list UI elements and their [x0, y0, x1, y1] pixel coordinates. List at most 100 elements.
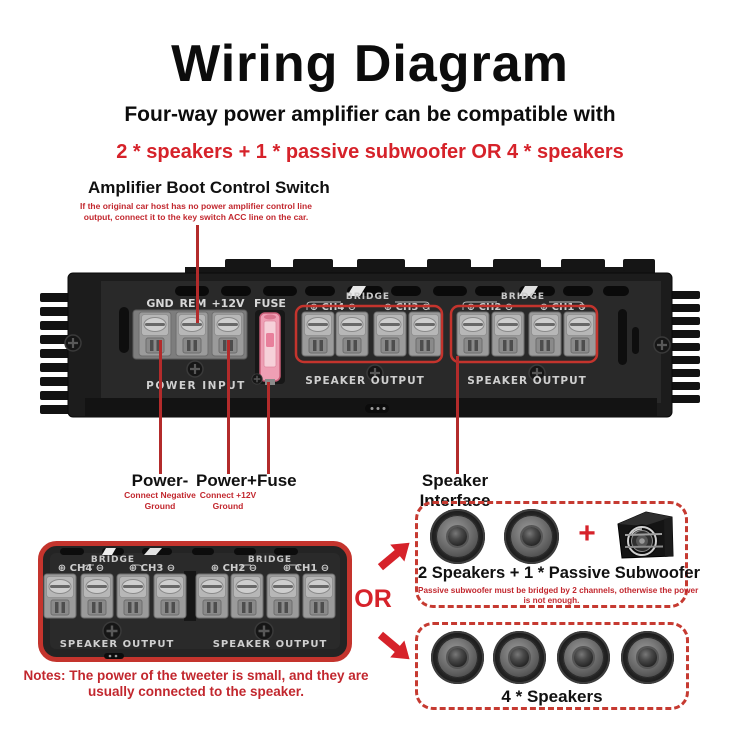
side-vent-right-2: [632, 327, 639, 354]
power-terminal-block: [132, 309, 248, 360]
terminal: [408, 311, 442, 357]
page-title: Wiring Diagram: [171, 35, 569, 93]
terminal: [491, 311, 525, 357]
ch3-label: ⊕ CH3 ⊖: [384, 302, 430, 313]
amplifier-top-view-image: GND REM +12V FUSE BRIDGE BRIDGE ⊕ CH4 ⊖ …: [40, 259, 700, 418]
terminal: [43, 573, 77, 619]
option1-note: Passive subwoofer must be bridged by 2 c…: [418, 586, 698, 605]
terminal: [302, 573, 336, 619]
power-positive-note-line2: Ground: [212, 500, 244, 511]
speaker-terminal-group-ch2-ch1: [449, 304, 599, 364]
bridge-label-1: BRIDGE: [346, 292, 390, 302]
speaker-image: [431, 631, 484, 684]
heatsink-fins-right: [669, 291, 700, 403]
heatsink-fins-left: [40, 293, 71, 414]
option2-box: 4 * Speakers: [415, 622, 689, 710]
highlight-box-1: [294, 304, 444, 364]
leader-line-12v: [226, 340, 230, 474]
boot-switch-note: If the original car host has no power am…: [60, 201, 332, 222]
compatibility-line: 2 * speakers + 1 * passive subwoofer OR …: [116, 141, 624, 163]
closeup-bottom-vent: [104, 653, 124, 659]
speaker-output-label-2: SPEAKER OUTPUT: [467, 375, 587, 387]
terminal: [373, 311, 407, 357]
terminal: [266, 573, 300, 619]
highlight-box-2: [449, 304, 599, 364]
side-vent-left: [119, 307, 129, 353]
or-label: OR: [354, 585, 392, 613]
terminal: [528, 311, 562, 357]
closeup-speaker-output-1: SPEAKER OUTPUT: [60, 639, 175, 650]
power-negative-label: Power-: [131, 471, 189, 490]
footnote: Notes: The power of the tweeter is small…: [16, 668, 376, 699]
power-input-label: POWER INPUT: [146, 380, 246, 392]
closeup-bridge-bracket-2: [240, 564, 300, 571]
power-negative-note-line1: Connect Negative: [124, 490, 196, 500]
option1-note-line2: is not enough.: [523, 595, 580, 605]
arrow-up-icon: [377, 542, 410, 571]
screw: [253, 620, 275, 642]
speaker-output-label-1: SPEAKER OUTPUT: [305, 375, 425, 387]
boot-switch-label: Amplifier Boot Control Switch: [88, 178, 330, 197]
footnote-line2: usually connected to the speaker.: [87, 683, 305, 699]
option1-label: 2 Speakers + 1 * Passive Subwoofer: [418, 564, 701, 582]
terminal: [153, 573, 187, 619]
speaker-image: [430, 509, 485, 564]
leader-line-fuse: [267, 382, 270, 474]
closeup-ch1-label: ⊕ CH1 ⊖: [283, 563, 329, 574]
leader-line-speaker: [456, 356, 459, 474]
terminal: [563, 311, 597, 357]
terminal: [230, 573, 264, 619]
boot-switch-note-line1: If the original car host has no power am…: [80, 201, 312, 211]
footnote-line1: Notes: The power of the tweeter is small…: [23, 668, 369, 683]
speaker-image: [621, 631, 674, 684]
closeup-vent-slots: [60, 548, 298, 555]
terminal: [138, 311, 172, 357]
terminal: [80, 573, 114, 619]
speaker-image: [493, 631, 546, 684]
subwoofer-image: [617, 511, 674, 559]
rem-label: REM: [180, 297, 207, 310]
boot-switch-note-line2: output, connect it to the key switch ACC…: [83, 211, 309, 222]
power-negative-note-line2: Ground: [144, 500, 176, 511]
speaker-terminals-closeup-image: BRIDGE BRIDGE ⊕ CH4 ⊖ ⊕ CH3 ⊖ ⊕ CH2 ⊖ ⊕ …: [38, 541, 352, 662]
12v-label: +12V: [211, 297, 245, 310]
page-subtitle: Four-way power amplifier can be compatib…: [124, 103, 616, 126]
chassis-top-edge: [185, 259, 655, 277]
speaker-image: [557, 631, 610, 684]
power-positive-note-line1: Connect +12V: [199, 490, 257, 500]
bridge-label-2: BRIDGE: [501, 292, 545, 302]
plus-sign: +: [578, 517, 596, 550]
power-positive-note: Connect +12V Ground: [190, 490, 266, 511]
closeup-ch4-label: ⊕ CH4 ⊖: [58, 563, 104, 574]
option1-box: + 2 Speakers + 1 * Passive Subwoofer Pas…: [415, 501, 701, 608]
terminal: [175, 311, 209, 357]
leader-line-rem: [195, 225, 199, 323]
closeup-bridge-label-2: BRIDGE: [248, 555, 292, 565]
terminal: [116, 573, 150, 619]
closeup-speaker-output-2: SPEAKER OUTPUT: [213, 639, 328, 650]
speaker-interface-label: Speaker Interface: [419, 471, 491, 510]
closeup-bridge-label-1: BRIDGE: [91, 555, 135, 565]
terminal: [195, 573, 229, 619]
option2-label: 4 * Speakers: [501, 687, 603, 706]
speaker-terminal-group-ch4-ch3: [294, 304, 444, 364]
speaker-image: [504, 509, 559, 564]
power-positive-label: Power+Fuse: [196, 471, 297, 490]
top-vent-slots: [175, 286, 629, 296]
fuse-label: FUSE: [254, 297, 286, 310]
gnd-label: GND: [146, 297, 173, 310]
closeup-bridge-bracket-1: [83, 564, 143, 571]
bottom-vent: [365, 404, 389, 413]
arrow-down-icon: [377, 631, 410, 660]
terminal: [301, 311, 335, 357]
ch1-label: ⊕ CH1 ⊖: [540, 302, 586, 313]
closeup-divider: [184, 571, 196, 621]
closeup-ch3-label: ⊕ CH3 ⊖: [129, 563, 175, 574]
terminal: [335, 311, 369, 357]
closeup-ch2-label: ⊕ CH2 ⊖: [211, 563, 257, 574]
ch2-label: ⊕ CH2 ⊖: [467, 302, 513, 313]
fuse-holder: [255, 310, 285, 385]
leader-line-gnd: [158, 340, 162, 474]
terminal: [456, 311, 490, 357]
